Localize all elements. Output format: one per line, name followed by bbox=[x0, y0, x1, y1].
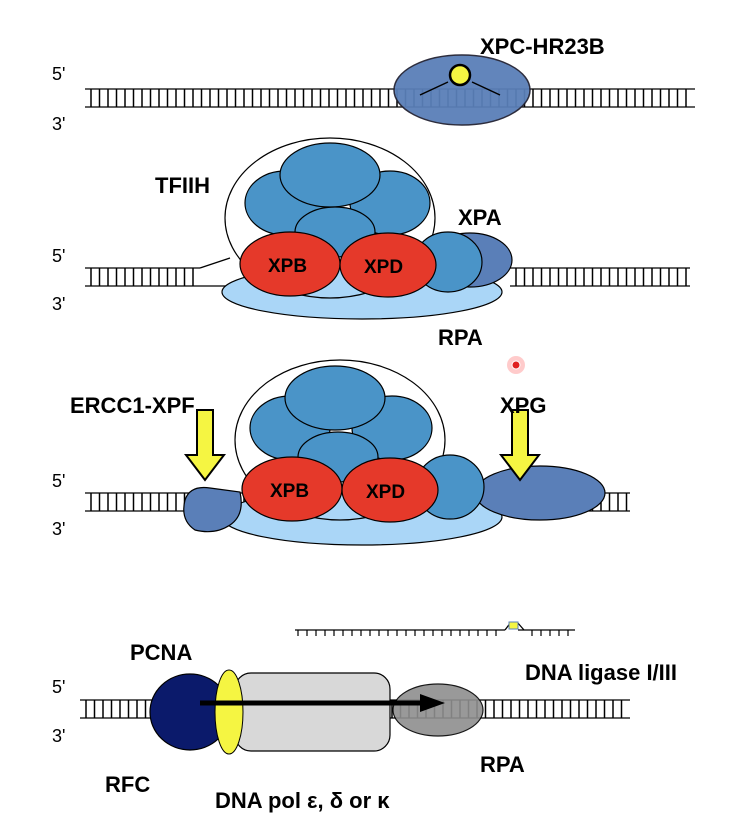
panel-recognition: XPC-HR23B 5' 3' bbox=[52, 34, 605, 134]
tfiih-subunit bbox=[279, 142, 381, 208]
five-prime-label: 5' bbox=[52, 677, 65, 697]
cursor-dot bbox=[511, 360, 521, 370]
xpc-label: XPC-HR23B bbox=[480, 34, 605, 59]
tfiih-subunit bbox=[284, 365, 386, 431]
rpa-label: RPA bbox=[438, 325, 483, 350]
lesion-icon bbox=[448, 63, 472, 87]
rpa-label: RPA bbox=[480, 752, 525, 777]
xpd-subunit bbox=[341, 457, 439, 523]
rpa-complex bbox=[392, 683, 484, 737]
incision-arrow-icon bbox=[498, 409, 542, 482]
rfc-ring bbox=[214, 669, 244, 755]
xpb-label: XPB bbox=[270, 481, 309, 502]
xpc-hr23b-complex bbox=[393, 54, 531, 126]
five-prime-label: 5' bbox=[52, 64, 65, 84]
tfiih-label: TFIIH bbox=[155, 173, 210, 198]
incision-arrow-icon bbox=[183, 409, 227, 482]
tfiih-outline bbox=[234, 359, 446, 521]
rfc-label: RFC bbox=[105, 772, 150, 797]
synthesis-arrow-icon bbox=[420, 694, 445, 712]
panel-unwinding: XPB XPD TFIIH XPA RPA 5' 3' bbox=[52, 137, 513, 350]
dna-line bbox=[199, 257, 231, 269]
tfiih-outline bbox=[224, 137, 436, 299]
xpa-label: XPA bbox=[458, 205, 502, 230]
xpd-subunit bbox=[339, 232, 437, 298]
panel-incision: XPB XPD ERCC1-XPF XPG 5' 3' bbox=[52, 359, 606, 546]
xpd-label: XPD bbox=[366, 482, 405, 503]
five-prime-label: 5' bbox=[52, 246, 65, 266]
polymerase-label: DNA pol ε, δ or κ bbox=[215, 788, 390, 813]
xpg-protein bbox=[474, 465, 606, 521]
five-prime-label: 5' bbox=[52, 471, 65, 491]
dna-polymerase bbox=[234, 672, 391, 752]
bubble-strand bbox=[419, 81, 501, 96]
xpd-label: XPD bbox=[364, 257, 403, 278]
three-prime-label: 3' bbox=[52, 519, 65, 539]
three-prime-label: 3' bbox=[52, 114, 65, 134]
xpb-label: XPB bbox=[268, 256, 307, 277]
panel-synthesis: PCNA DNA ligase I/III RPA RFC DNA pol ε,… bbox=[52, 621, 677, 813]
excised-lesion-icon bbox=[508, 621, 519, 630]
three-prime-label: 3' bbox=[52, 726, 65, 746]
xpg-label: XPG bbox=[500, 393, 546, 418]
ercc1-xpf-label: ERCC1-XPF bbox=[70, 393, 195, 418]
ligase-label: DNA ligase I/III bbox=[525, 660, 677, 685]
ercc1-xpf-protein bbox=[183, 486, 242, 533]
three-prime-label: 3' bbox=[52, 294, 65, 314]
pcna-label: PCNA bbox=[130, 640, 192, 665]
